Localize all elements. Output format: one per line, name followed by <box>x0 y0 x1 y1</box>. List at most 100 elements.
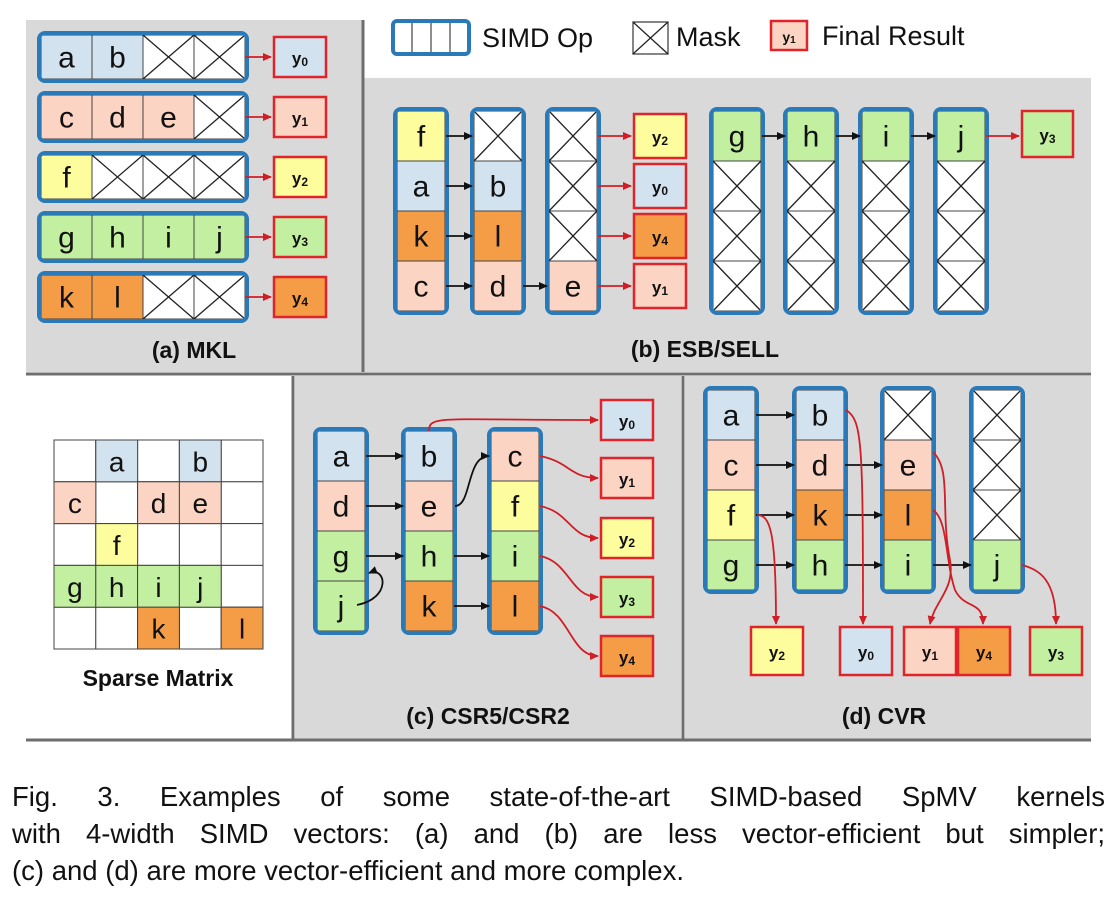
legend-mask-icon-x <box>632 21 669 55</box>
esb-result-y2-label: y2 <box>652 128 668 149</box>
esb-panel-label: (b) ESB/SELL <box>631 336 779 362</box>
cvr-panel-label: (d) CVR <box>842 703 927 729</box>
esb-col-2-cell-1-mask-icon <box>548 160 598 212</box>
esb-col-1-simd-box <box>470 107 526 315</box>
esb-result-y3-label: y3 <box>1039 126 1055 147</box>
cvr-col-0-cell-3-label-g: g <box>723 550 740 583</box>
cvr-result-y2-label: y2 <box>769 643 785 664</box>
esb-result-y1-label: y1 <box>652 278 668 299</box>
esb-col2-2-cell-1-mask-icon <box>861 160 911 212</box>
figure-caption-line-3: (c) and (d) are more vector-efficient an… <box>12 855 684 886</box>
csr5-col-2-cell-0-c <box>490 430 540 482</box>
csr5-col-0-cell-3-label-j: j <box>337 591 345 624</box>
sparse-matrix-label-j: j <box>196 572 203 603</box>
cvr-col-3-cell-3-label-j: j <box>993 550 1001 583</box>
sparse-matrix-label-l: l <box>239 614 245 645</box>
sparse-matrix-cell-c <box>53 481 97 525</box>
cvr-result-y0-label: y0 <box>858 643 874 664</box>
mkl-result-y4-label: y4 <box>292 289 308 310</box>
sparse-matrix-cell-j <box>178 564 222 608</box>
esb-col-2-cell-3-e <box>548 260 598 312</box>
cvr-col-2-simd-box <box>880 386 936 594</box>
csr5-result-y3 <box>599 575 655 619</box>
cvr-result-y1 <box>902 625 958 677</box>
mkl-row-0-cell-2-mask-icon <box>142 34 195 80</box>
mkl-row-1-cell-0-label-c: c <box>59 102 74 135</box>
cvr-result-y2 <box>749 625 805 677</box>
cvr-col-0-cell-2-label-f: f <box>727 500 736 533</box>
mkl-row-4-cell-0-label-k: k <box>59 282 75 315</box>
mkl-row-4-cell-1-label-l: l <box>114 282 121 315</box>
mkl-result-y0 <box>272 35 328 79</box>
sparse-matrix-label-h: h <box>109 572 125 603</box>
mkl-row-3-cell-2-label-i: i <box>165 222 172 255</box>
csr5-arrow-to-y3 <box>539 555 599 601</box>
esb-col2-1-cell-3-mask-icon <box>786 260 836 312</box>
cvr-result-y4-label: y4 <box>976 643 992 664</box>
csr5-col-0-cell-2-label-g: g <box>333 541 350 574</box>
esb-col2-3-cell-3-mask-icon <box>936 260 986 312</box>
esb-col-1-cell-2-label-l: l <box>495 221 502 254</box>
esb-col-0-cell-0-label-f: f <box>417 121 426 154</box>
sparse-matrix-title: Sparse Matrix <box>83 665 234 691</box>
csr5-result-y3-label: y3 <box>619 589 635 610</box>
cvr-col-3-cell-0-mask-icon <box>972 389 1022 441</box>
csr5-col-2-cell-1-f <box>490 480 540 532</box>
esb-result-y2 <box>632 112 688 160</box>
csr5-result-y2-label: y2 <box>619 530 635 551</box>
cvr-col-3-cell-2-mask-icon <box>972 489 1022 541</box>
csr5-col-0-cell-3-j <box>316 580 366 632</box>
sparse-matrix-cell-b <box>178 439 222 483</box>
mkl-row-2-cell-0-label-f: f <box>62 162 71 195</box>
esb-col-0-cell-1-a <box>396 160 446 212</box>
cvr-col-1-cell-2-label-k: k <box>813 500 829 533</box>
mkl-row-1-cell-3-mask-icon <box>193 94 246 140</box>
mkl-row-1-cell-2-label-e: e <box>160 102 177 135</box>
legend-mask-label: Mask <box>676 22 741 52</box>
esb-col-2-cell-2-mask-icon <box>548 210 598 262</box>
cvr-result-y0 <box>838 625 894 677</box>
esb-col-1-cell-1-label-b: b <box>490 171 507 204</box>
csr5-col-1-cell-2-h <box>404 530 454 582</box>
mkl-result-y3-label: y3 <box>292 229 308 250</box>
esb-result-y0 <box>632 162 688 210</box>
csr5-arrow-to-y4 <box>539 605 599 660</box>
cvr-col-2-cell-2-l <box>883 489 933 541</box>
sparse-matrix-empty-cell <box>220 523 264 566</box>
csr5-col-2-cell-3-label-l: l <box>512 591 519 624</box>
sparse-matrix-label-c: c <box>68 488 82 519</box>
mkl-row-2-cell-1-mask-icon <box>91 154 144 200</box>
mkl-row-1-cell-0-c <box>40 94 93 140</box>
sparse-matrix-label-a: a <box>109 446 125 477</box>
csr5-col-2-cell-1-label-f: f <box>511 491 520 524</box>
sparse-matrix-empty-cell <box>95 481 139 525</box>
sparse-matrix-label-b: b <box>193 446 209 477</box>
csr5-arrow-to-y1 <box>539 455 599 482</box>
mkl-row-3-cell-1-label-h: h <box>109 222 126 255</box>
cvr-arrow-b-y0 <box>845 409 867 625</box>
legend-result-icon <box>769 19 809 52</box>
esb-col-2-cell-0-mask-icon <box>548 110 598 162</box>
esb-col2-1-cell-0-label-h: h <box>803 121 820 154</box>
mkl-result-y2 <box>272 155 328 199</box>
esb-col2-0-cell-0-label-g: g <box>729 121 746 154</box>
cvr-col-1-cell-1-d <box>795 439 845 491</box>
esb-col2-0-simd-box <box>709 107 765 315</box>
esb-col2-2-cell-3-mask-icon <box>861 260 911 312</box>
csr5-result-y1 <box>599 456 655 500</box>
csr5-col-1-cell-3-label-k: k <box>422 591 438 624</box>
mkl-result-y1 <box>272 95 328 139</box>
sparse-matrix-label-d: d <box>151 488 167 519</box>
cvr-col-1-cell-3-label-h: h <box>812 550 829 583</box>
sparse-matrix-cell-l <box>220 606 264 650</box>
mkl-row-1-cell-2-e <box>142 94 195 140</box>
csr5-result-y0-label: y0 <box>619 412 635 433</box>
csr5-col-2-cell-2-label-i: i <box>512 541 519 574</box>
mkl-row-3-cell-2-i <box>142 214 195 260</box>
csr5-arrow-j-g <box>356 566 384 606</box>
mkl-panel-label: (a) MKL <box>152 337 236 363</box>
csr5-result-y4-label: y4 <box>619 648 635 669</box>
esb-col2-3-simd-box <box>933 107 989 315</box>
esb-result-y4-label: y4 <box>652 228 668 249</box>
